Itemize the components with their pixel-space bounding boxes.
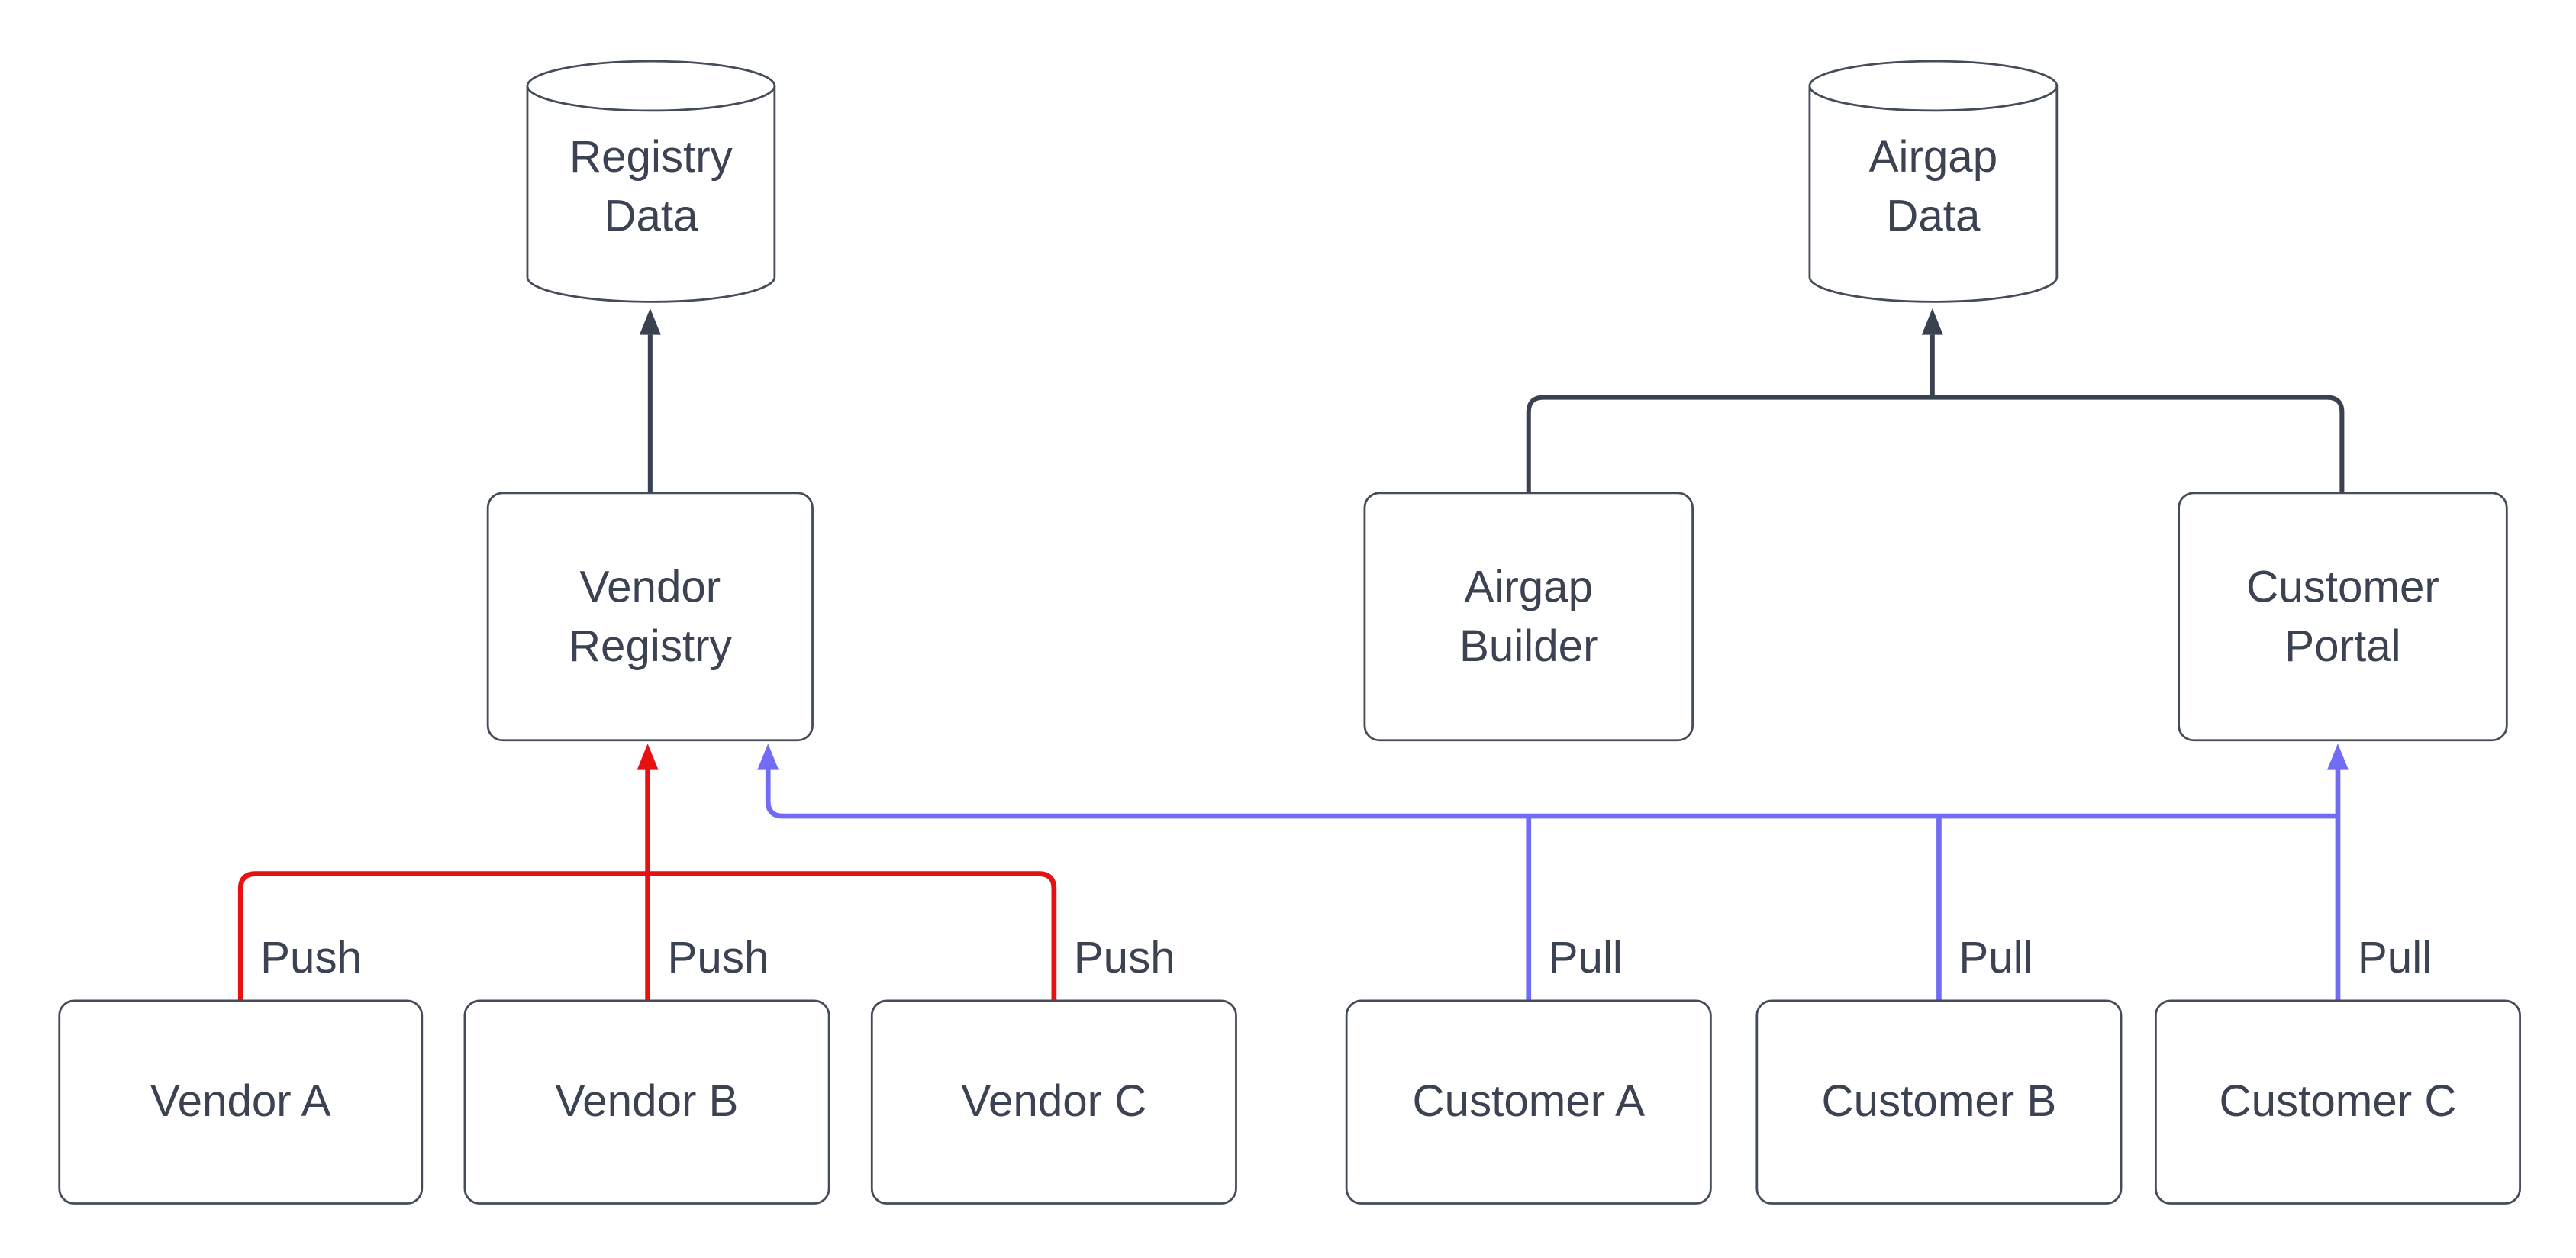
vendor-registry-rect [486,492,814,742]
registry-data-label-line2: Data [604,192,698,241]
arrowhead-into-airgap-data-icon [1921,308,1943,335]
arrowhead-into-registry-data-icon [639,308,661,335]
edge-pull-bus-to-vendor-registry [765,766,2338,819]
customer-a-rect [1345,999,1712,1205]
customer-c-rect [2154,999,2521,1205]
pull-label-customer-b: Pull [1959,933,2033,982]
vendor-registry-box: Vendor Registry [486,492,814,742]
push-label-vendor-c: Push [1074,933,1175,982]
edge-airgap-builder-customer-portal-bus [1526,395,2345,493]
customer-a-label: Customer A [1412,1076,1645,1126]
customer-a-box: Customer A [1345,999,1712,1205]
customer-b-box: Customer B [1755,999,2123,1205]
airgap-builder-label-line1: Airgap [1465,562,1594,611]
airgap-data-cylinder-top [1808,60,2059,112]
vendor-b-label: Vendor B [556,1076,739,1126]
vendor-b-rect [463,999,830,1205]
registry-data-cylinder-body [526,85,776,303]
dark-edges [639,308,2345,493]
registry-data-cylinder-top [526,60,776,112]
vendor-registry-label-line1: Vendor [579,562,721,611]
vendor-c-box: Vendor C [870,999,1237,1205]
red-push-edges [237,744,1057,1001]
vendor-c-label: Vendor C [961,1076,1146,1126]
edge-labels: Push Push Push Pull Pull Pull [260,933,2432,982]
registry-data-cylinder: Registry Data [526,60,776,303]
blue-arrowhead-into-customer-portal-icon [2326,744,2349,770]
blue-pull-edges [757,744,2349,1001]
customer-b-label: Customer B [1822,1076,2057,1126]
vendor-a-box: Vendor A [58,999,424,1205]
vendor-b-box: Vendor B [463,999,830,1205]
customer-portal-rect [2178,492,2508,742]
airgap-data-label-line1: Airgap [1869,132,1998,182]
vendor-c-rect [870,999,1237,1205]
customer-c-label: Customer C [2219,1076,2456,1126]
vendor-registry-label-line2: Registry [569,621,733,671]
airgap-builder-rect [1363,492,1694,742]
pull-label-customer-c: Pull [2358,933,2432,982]
airgap-builder-box: Airgap Builder [1363,492,1694,742]
customer-b-rect [1755,999,2123,1205]
registry-data-label-line1: Registry [569,132,733,182]
customer-portal-label-line1: Customer [2246,562,2439,611]
vendor-a-label: Vendor A [150,1076,331,1126]
push-label-vendor-a: Push [260,933,362,982]
customer-portal-label-line2: Portal [2284,621,2400,671]
airgap-data-cylinder-body [1808,85,2059,303]
airgap-builder-label-line2: Builder [1459,621,1598,671]
airgap-data-cylinder: Airgap Data [1808,60,2059,303]
customer-portal-box: Customer Portal [2178,492,2508,742]
customer-c-box: Customer C [2154,999,2521,1205]
push-label-vendor-b: Push [668,933,769,982]
red-arrowhead-into-vendor-registry-icon [637,744,659,770]
vendor-a-rect [58,999,424,1205]
pull-label-customer-a: Pull [1549,933,1623,982]
blue-arrowhead-into-vendor-registry-icon [757,744,779,770]
airgap-data-label-line2: Data [1886,192,1981,241]
